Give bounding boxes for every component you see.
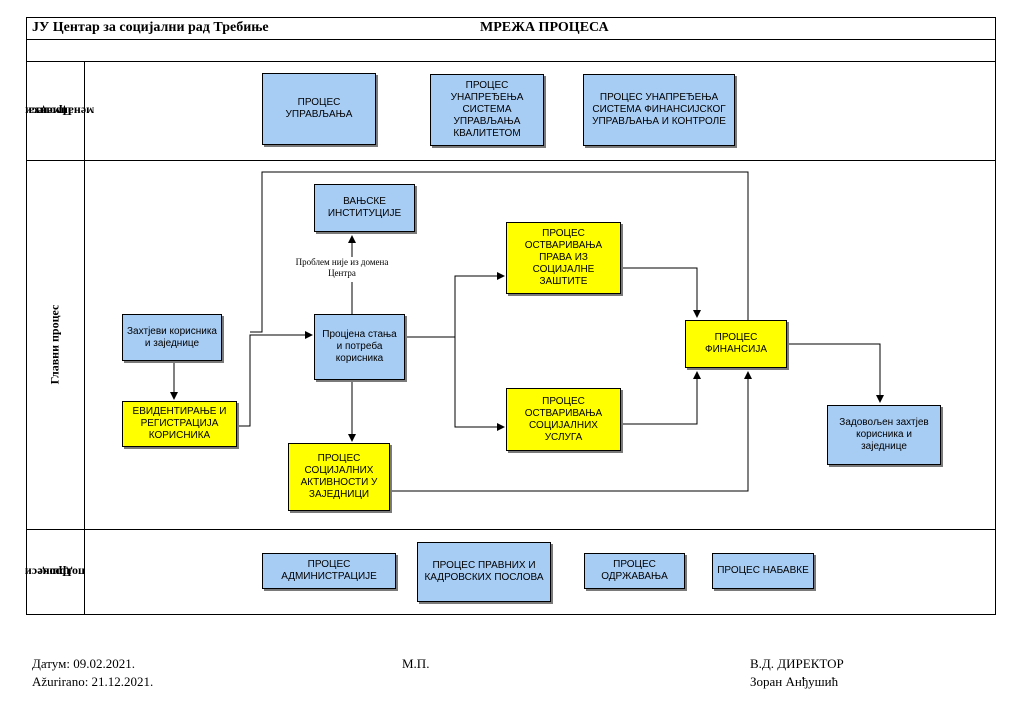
footer-updated: Ažurirano: 21.12.2021. [32,674,154,689]
header-divider [26,39,996,40]
support-top-divider [26,529,996,530]
support-process-box[interactable]: ПРОЦЕС ОДРЖАВАЊА [584,553,685,589]
registration-box[interactable]: ЕВИДЕНТИРАЊЕ И РЕГИСТРАЦИЈА КОРИСНИКА [122,401,237,447]
organization-name: ЈУ Центар за социјални рад Требиње [32,20,269,35]
support-process-box[interactable]: ПРОЦЕС ПРАВНИХ И КАДРОВСКИХ ПОСЛОВА [417,542,551,602]
director-title: В.Д. ДИРЕКТОР [750,656,844,671]
rights-process-box[interactable]: ПРОЦЕС ОСТВАРИВАЊА ПРАВА ИЗ СОЦИЈАЛНЕ ЗА… [506,222,621,294]
assessment-box[interactable]: Процјена стања и потреба корисника [314,314,405,380]
management-process-box[interactable]: ПРОЦЕС УНАПРЕЂЕЊА СИСТЕМА ФИНАНСИЈСКОГ У… [583,74,735,146]
problem-note: Проблем није из домена Центра [294,257,390,279]
outer-frame [26,17,996,615]
services-process-box[interactable]: ПРОЦЕС ОСТВАРИВАЊА СОЦИЈАЛНИХ УСЛУГА [506,388,621,451]
external-institutions-box[interactable]: ВАЊСКЕ ИНСТИТУЦИЈЕ [314,184,415,232]
page-title: МРЕЖА ПРОЦЕСА [480,20,609,35]
finance-process-box[interactable]: ПРОЦЕС ФИНАНСИЈА [685,320,787,368]
requests-box[interactable]: Захтјеви корисника и заједнице [122,314,222,361]
main-top-divider [26,160,996,161]
satisfied-request-box[interactable]: Задовољен захтјев корисника и заједнице [827,405,941,465]
label-column-divider [84,61,85,615]
footer-stamp: М.П. [402,656,430,671]
management-process-box[interactable]: ПРОЦЕС УНАПРЕЂЕЊА СИСТЕМА УПРАВЉАЊА КВАЛ… [430,74,544,146]
social-activities-box[interactable]: ПРОЦЕС СОЦИЈАЛНИХ АКТИВНОСТИ У ЗАЈЕДНИЦИ [288,443,390,511]
support-process-box[interactable]: ПРОЦЕС НАБАВКЕ [712,553,814,589]
footer-date: Датум: 09.02.2021. [32,656,135,671]
support-process-box[interactable]: ПРОЦЕС АДМИНИСТРАЦИЈЕ [262,553,396,589]
management-process-box[interactable]: ПРОЦЕС УПРАВЉАЊА [262,73,376,145]
director-name: Зоран Анђушић [750,674,839,689]
management-top-divider [26,61,996,62]
